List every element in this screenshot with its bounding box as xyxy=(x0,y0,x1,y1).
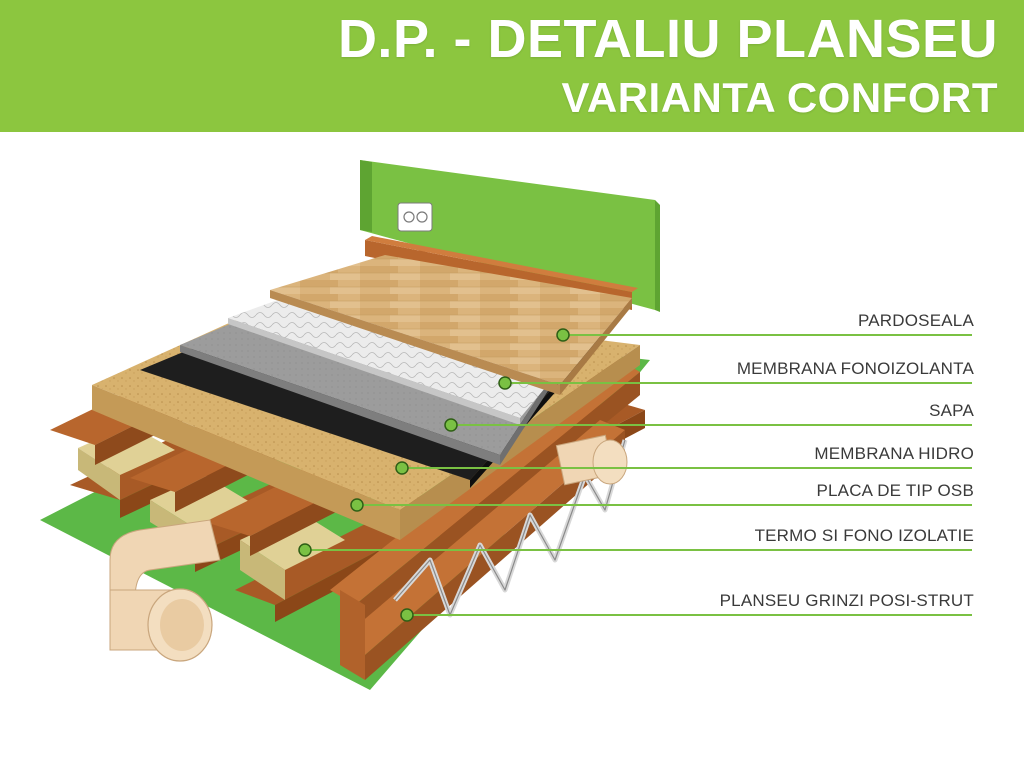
leader-dot xyxy=(350,498,364,512)
header-banner: D.P. - DETALIU PLANSEU VARIANTA CONFORT xyxy=(0,0,1024,132)
electrical-socket-icon xyxy=(397,202,433,232)
page-title: D.P. - DETALIU PLANSEU xyxy=(337,9,998,69)
leader-dot xyxy=(556,328,570,342)
leader-lines xyxy=(298,328,972,622)
page-subtitle: VARIANTA CONFORT xyxy=(561,74,998,121)
leader-dot xyxy=(395,461,409,475)
wood-floor xyxy=(270,255,632,395)
layer-label: MEMBRANA HIDRO xyxy=(814,444,974,463)
leader-dot xyxy=(498,376,512,390)
layer-label: PLACA DE TIP OSB xyxy=(816,481,974,500)
pipe-right xyxy=(555,434,628,486)
leader-dot xyxy=(444,418,458,432)
leader-dot xyxy=(400,608,414,622)
pipe-left xyxy=(109,519,221,662)
layer-label: TERMO SI FONO IZOLATIE xyxy=(754,526,974,545)
layer-label: SAPA xyxy=(929,401,974,420)
wall-panel xyxy=(360,160,660,312)
layer-label: PLANSEU GRINZI POSI-STRUT xyxy=(719,591,974,610)
layer-label: PARDOSEALA xyxy=(857,311,974,330)
layer-label: MEMBRANA FONOIZOLANTA xyxy=(736,359,974,378)
leader-dot xyxy=(298,543,312,557)
